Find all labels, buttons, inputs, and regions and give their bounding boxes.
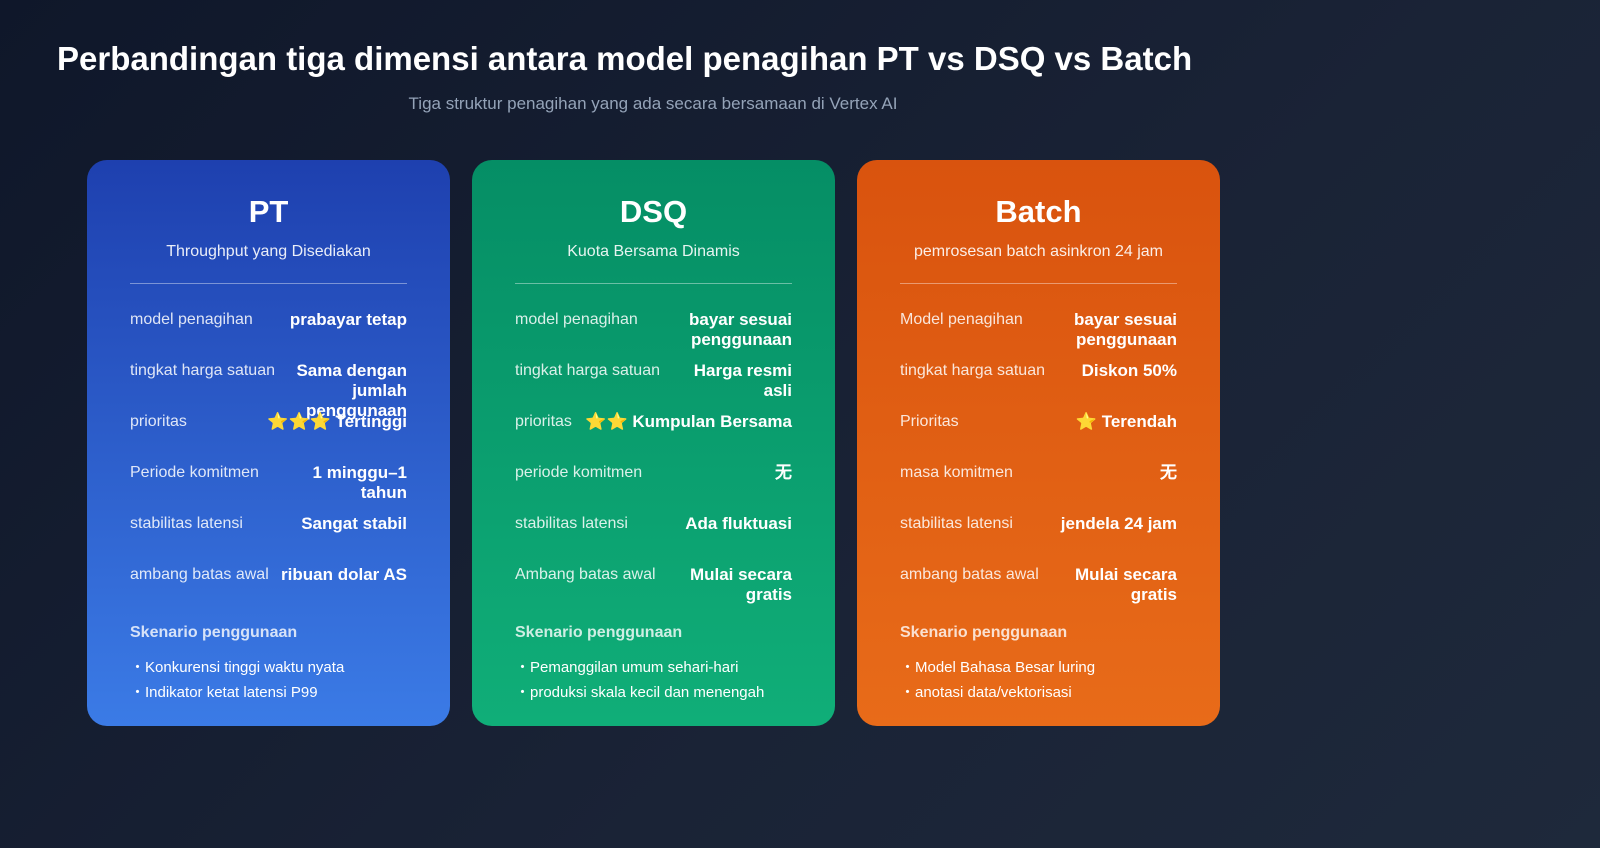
attribute-label: tingkat harga satuan	[900, 362, 1045, 379]
attribute-value: ⭐⭐ Kumpulan Bersama	[585, 412, 792, 431]
billing-card-pt: PT Throughput yang Disediakan model pena…	[87, 160, 450, 726]
attribute-label: stabilitas latensi	[900, 515, 1013, 532]
attribute-value: Mulai secara gratis	[689, 565, 792, 604]
attribute-value: Sangat stabil	[301, 514, 407, 533]
divider	[130, 283, 407, 284]
attribute-value: Diskon 50%	[1081, 361, 1177, 380]
attribute-row: tingkat harga satuan Harga resmi asli	[515, 361, 792, 401]
attribute-label: model penagihan	[515, 311, 638, 328]
attribute-label: Prioritas	[900, 413, 959, 430]
attribute-value: prabayar tetap	[289, 310, 407, 329]
attribute-value: bayar sesuai penggunaan	[1073, 310, 1177, 349]
scenario-item: ・anotasi data/vektorisasi	[900, 684, 1072, 701]
divider	[515, 283, 792, 284]
attribute-value: jendela 24 jam	[1060, 514, 1177, 533]
divider	[900, 283, 1177, 284]
attribute-row: masa komitmen 无	[900, 463, 1177, 483]
attribute-value: Ada fluktuasi	[685, 514, 792, 533]
attribute-row: Model penagihan bayar sesuai penggunaan	[900, 310, 1177, 350]
attribute-label: tingkat harga satuan	[130, 362, 275, 379]
scenario-item: ・Pemanggilan umum sehari-hari	[515, 659, 739, 676]
attribute-value: 1 minggu–1 tahun	[312, 463, 407, 502]
attribute-row: prioritas ⭐⭐⭐ Tertinggi	[130, 412, 407, 432]
attribute-label: prioritas	[515, 413, 572, 430]
attribute-label: tingkat harga satuan	[515, 362, 660, 379]
attribute-label: model penagihan	[130, 311, 253, 328]
attribute-value: ⭐ Terendah	[1075, 412, 1177, 431]
card-title: Batch	[995, 194, 1082, 229]
attribute-row: tingkat harga satuan Diskon 50%	[900, 361, 1177, 381]
card-subtitle: Throughput yang Disediakan	[166, 243, 371, 260]
card-title: DSQ	[619, 194, 688, 229]
attribute-row: stabilitas latensi Ada fluktuasi	[515, 514, 792, 534]
attribute-value: ribuan dolar AS	[281, 565, 407, 584]
page-title: Perbandingan tiga dimensi antara model p…	[57, 40, 1193, 77]
attribute-row: model penagihan prabayar tetap	[130, 310, 407, 330]
billing-card-dsq: DSQ Kuota Bersama Dinamis model penagiha…	[472, 160, 835, 726]
attribute-value: Harga resmi asli	[693, 361, 792, 400]
attribute-value: Sama dengan jumlah penggunaan	[296, 361, 407, 420]
attribute-row: Ambang batas awal Mulai secara gratis	[515, 565, 792, 605]
attribute-label: stabilitas latensi	[515, 515, 628, 532]
attribute-row: Prioritas ⭐ Terendah	[900, 412, 1177, 432]
scenario-heading: Skenario penggunaan	[515, 624, 683, 641]
attribute-label: masa komitmen	[900, 464, 1013, 481]
attribute-row: tingkat harga satuan Sama dengan jumlah …	[130, 361, 407, 421]
scenario-item: ・Indikator ketat latensi P99	[130, 684, 318, 701]
attribute-row: ambang batas awal ribuan dolar AS	[130, 565, 407, 585]
card-title: PT	[248, 194, 289, 229]
attribute-label: stabilitas latensi	[130, 515, 243, 532]
attribute-value: bayar sesuai penggunaan	[688, 310, 792, 349]
card-subtitle: pemrosesan batch asinkron 24 jam	[913, 243, 1164, 260]
attribute-value: 无	[775, 463, 792, 482]
attribute-label: prioritas	[130, 413, 187, 430]
attribute-value: 无	[1160, 463, 1177, 482]
attribute-value: Mulai secara gratis	[1074, 565, 1177, 604]
card-subtitle: Kuota Bersama Dinamis	[567, 243, 740, 260]
billing-card-batch: Batch pemrosesan batch asinkron 24 jam M…	[857, 160, 1220, 726]
scenario-heading: Skenario penggunaan	[900, 624, 1068, 641]
attribute-row: stabilitas latensi jendela 24 jam	[900, 514, 1177, 534]
scenario-heading: Skenario penggunaan	[130, 624, 298, 641]
scenario-item: ・Model Bahasa Besar luring	[900, 659, 1096, 676]
attribute-label: Model penagihan	[900, 311, 1023, 328]
attribute-row: ambang batas awal Mulai secara gratis	[900, 565, 1177, 605]
attribute-value: ⭐⭐⭐ Tertinggi	[267, 412, 407, 431]
scenario-item: ・produksi skala kecil dan menengah	[515, 684, 765, 701]
attribute-label: ambang batas awal	[130, 566, 269, 583]
attribute-row: Periode komitmen 1 minggu–1 tahun	[130, 463, 407, 503]
attribute-label: Periode komitmen	[130, 464, 259, 481]
scenario-item: ・Konkurensi tinggi waktu nyata	[130, 659, 345, 676]
page-subtitle: Tiga struktur penagihan yang ada secara …	[408, 94, 898, 113]
attribute-label: periode komitmen	[515, 464, 643, 481]
attribute-row: stabilitas latensi Sangat stabil	[130, 514, 407, 534]
attribute-label: ambang batas awal	[900, 566, 1039, 583]
attribute-row: model penagihan bayar sesuai penggunaan	[515, 310, 792, 350]
attribute-row: prioritas ⭐⭐ Kumpulan Bersama	[515, 412, 792, 432]
attribute-label: Ambang batas awal	[515, 566, 656, 583]
attribute-row: periode komitmen 无	[515, 463, 792, 483]
